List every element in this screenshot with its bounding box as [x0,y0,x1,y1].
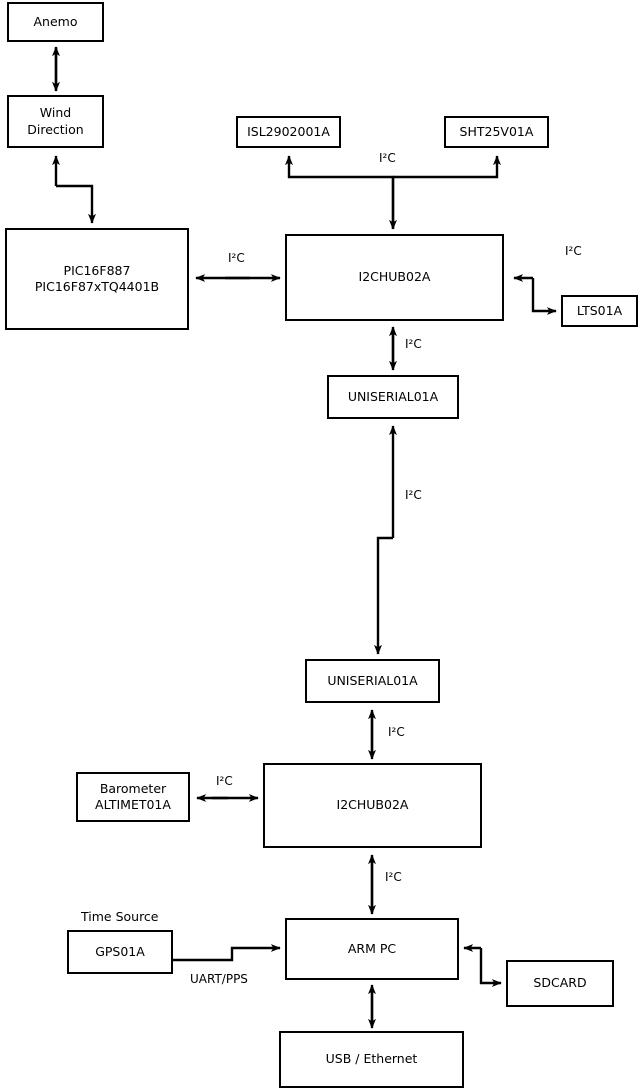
node-i2chub02a-bottom-label: I2CHUB02A [336,797,409,813]
node-i2chub02a-top-label: I2CHUB02A [358,269,431,285]
node-sht25v01a[interactable]: SHT25V01A [444,116,549,148]
node-isl2902001a-label: ISL2902001A [247,123,330,139]
node-wind-direction-label: Wind Direction [27,105,84,137]
node-sht25v01a-label: SHT25V01A [459,123,534,139]
annotation-time-source: Time Source [81,909,159,924]
node-barometer-altimet01a-label: Barometer ALTIMET01A [95,780,171,813]
edge-label-i2c-barometer-hub2: I²C [216,774,233,788]
edge-label-i2c-hub2-arm: I²C [385,870,402,884]
node-i2chub02a-bottom[interactable]: I2CHUB02A [263,763,482,848]
edge-label-i2c-top-branch: I²C [379,151,396,165]
node-sdcard-label: SDCARD [533,975,587,991]
connector-pic-to-wind-direction [52,155,96,224]
node-uniserial01a-lower[interactable]: UNISERIAL01A [305,659,440,703]
node-isl2902001a[interactable]: ISL2902001A [236,116,341,148]
node-sdcard[interactable]: SDCARD [506,960,614,1007]
node-anemo[interactable]: Anemo [7,2,104,42]
node-gps01a[interactable]: GPS01A [67,930,173,974]
edge-label-i2c-pic-hub: I²C [228,251,245,265]
node-uniserial01a-upper-label: UNISERIAL01A [347,388,439,404]
edge-label-i2c-uniserial1-uniserial2: I²C [405,488,422,502]
node-usb-ethernet-label: USB / Ethernet [325,1051,418,1067]
node-anemo-label: Anemo [33,13,78,29]
node-pic-microcontroller[interactable]: PIC16F887 PIC16F87xTQ4401B [5,228,189,330]
node-barometer-altimet01a[interactable]: Barometer ALTIMET01A [76,772,190,822]
edge-label-uart-pps: UART/PPS [190,972,248,986]
connector-uniserial-1-to-uniserial-2 [374,425,397,655]
node-i2chub02a-top[interactable]: I2CHUB02A [285,234,504,321]
node-lts01a-label: LTS01A [576,302,623,318]
edge-label-i2c-hub-uniserial1: I²C [405,337,422,351]
node-pic-microcontroller-label: PIC16F887 PIC16F87xTQ4401B [34,262,160,295]
node-wind-direction[interactable]: Wind Direction [7,95,104,148]
node-uniserial01a-upper[interactable]: UNISERIAL01A [327,375,459,419]
node-uniserial01a-lower-label: UNISERIAL01A [327,672,418,688]
node-arm-pc-label: ARM PC [347,940,397,956]
connector-hub-top-to-sensors [285,155,501,230]
node-arm-pc[interactable]: ARM PC [285,918,459,980]
connector-hub-top-to-lts [513,274,557,315]
connector-gps-to-arm-pc [173,944,281,962]
edge-label-i2c-uniserial2-hub2: I²C [388,725,405,739]
connector-arm-pc-to-sdcard [463,944,502,987]
node-gps01a-label: GPS01A [95,943,145,959]
edge-label-i2c-hub-lts: I²C [565,244,582,258]
node-usb-ethernet[interactable]: USB / Ethernet [279,1031,464,1088]
node-lts01a[interactable]: LTS01A [561,295,638,327]
